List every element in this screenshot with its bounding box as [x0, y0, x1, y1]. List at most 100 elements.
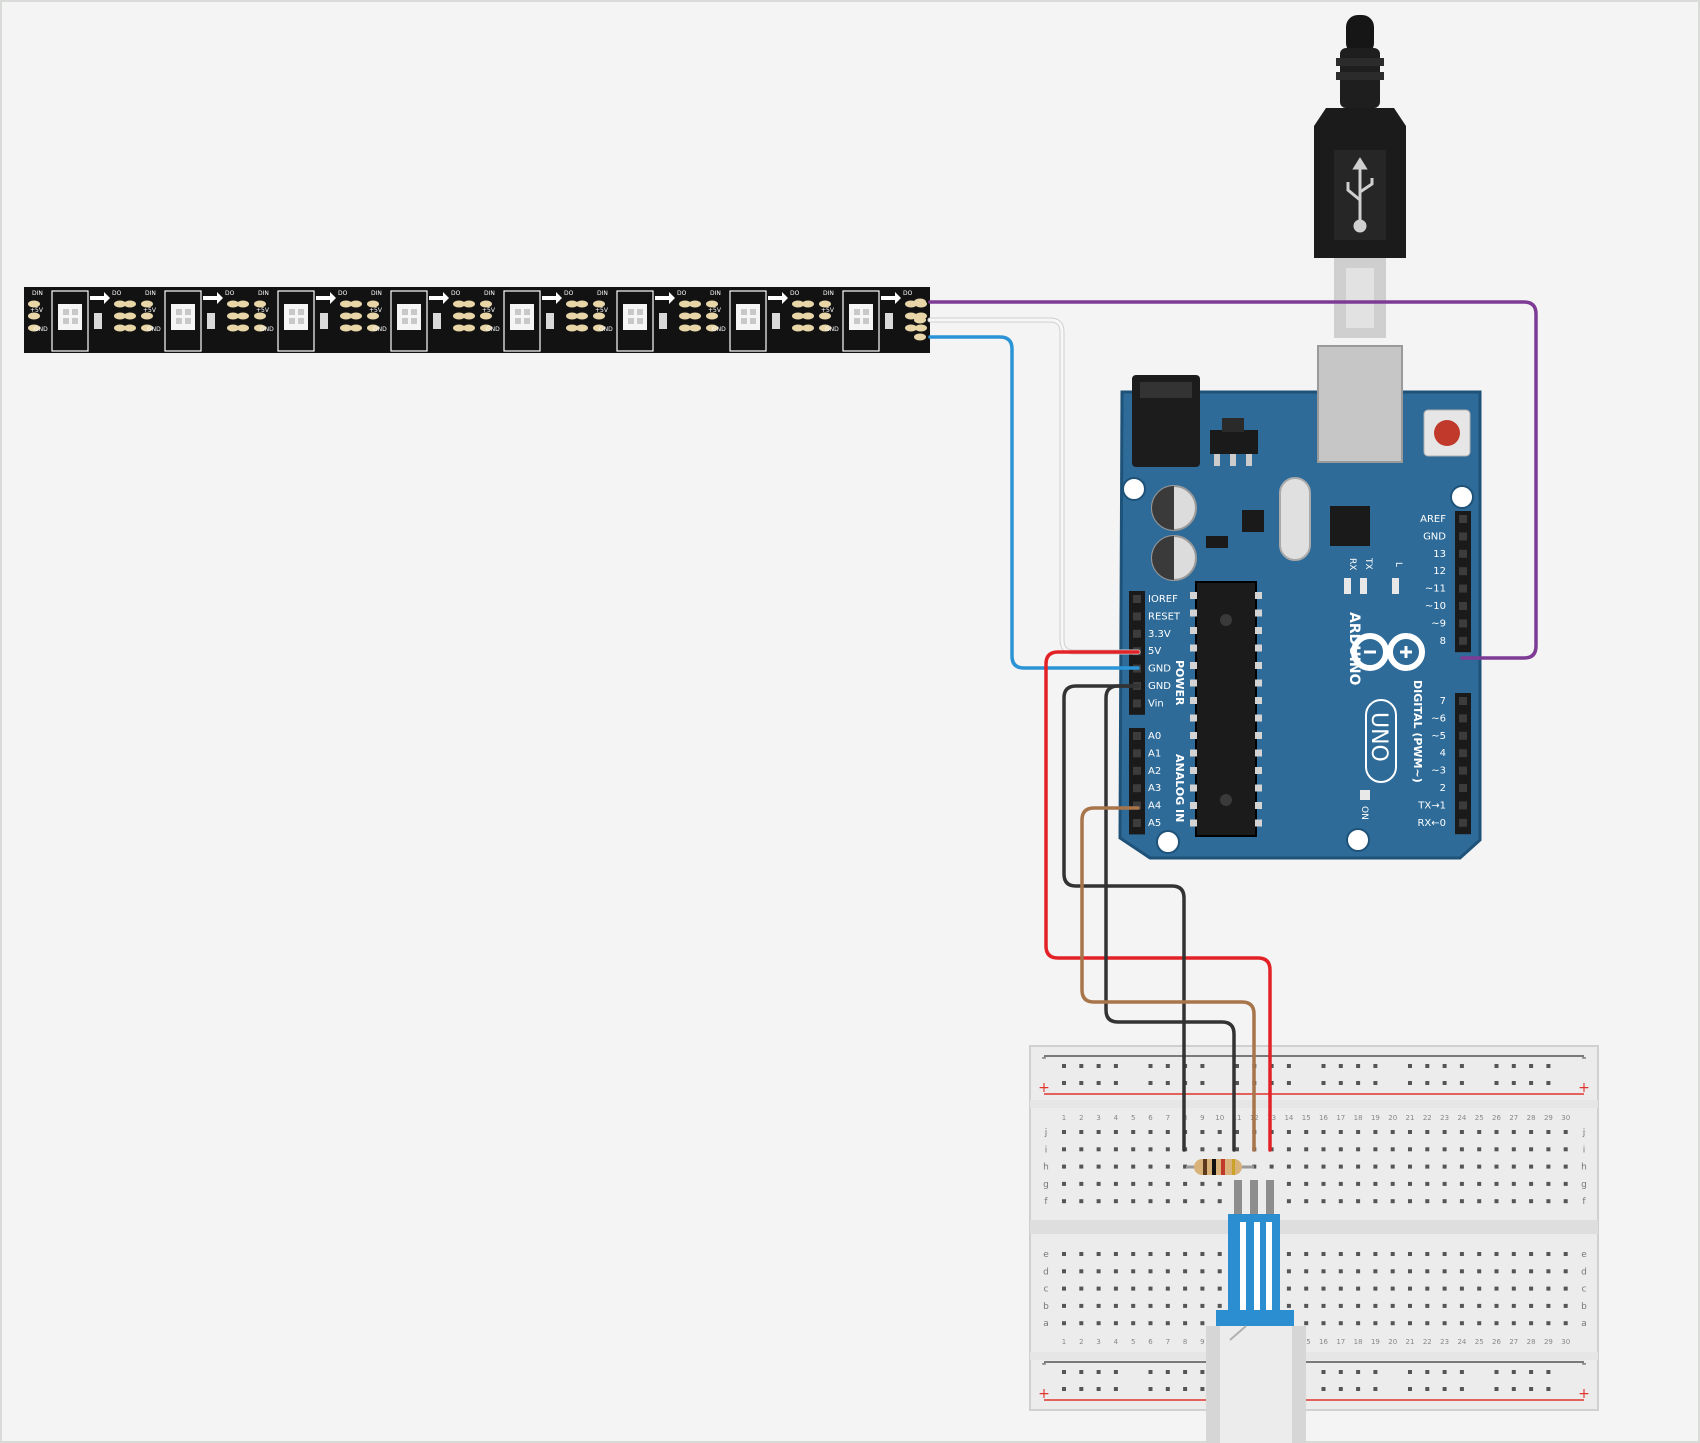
analog-pin[interactable]	[1133, 784, 1141, 793]
breadboard-hole	[1096, 1164, 1101, 1169]
capacitor	[885, 313, 893, 329]
solder-pad	[114, 324, 126, 332]
breadboard-hole	[1563, 1286, 1568, 1291]
breadboard-hole	[1096, 1321, 1101, 1326]
column-number: 27	[1509, 1114, 1518, 1122]
breadboard-hole	[1546, 1064, 1551, 1068]
breadboard-hole	[1477, 1147, 1482, 1152]
solder-pad	[114, 300, 126, 308]
row-letter: g	[1043, 1180, 1049, 1190]
solder-pad	[593, 312, 605, 320]
breadboard-hole	[1200, 1321, 1205, 1326]
digital-low-pin[interactable]	[1459, 784, 1467, 792]
breadboard-hole	[1408, 1130, 1412, 1134]
digital-low-pin[interactable]	[1459, 818, 1467, 827]
breadboard-hole	[1321, 1269, 1326, 1274]
pin-label: ~10	[1425, 601, 1446, 612]
breadboard-hole	[1546, 1164, 1551, 1169]
digital-high-pin[interactable]	[1459, 636, 1467, 645]
breadboard-hole	[1096, 1199, 1101, 1204]
chip-pin	[1190, 697, 1197, 704]
digital-high-pin[interactable]	[1459, 532, 1467, 541]
column-number: 15	[1302, 1114, 1311, 1122]
chip-pin	[1190, 784, 1197, 792]
v5-label: +5V	[30, 307, 44, 314]
solder-pad	[706, 300, 718, 308]
breadboard-hole	[1217, 1303, 1222, 1308]
breadboard-hole	[1200, 1081, 1205, 1085]
analog-pin[interactable]	[1133, 732, 1141, 740]
breadboard-hole	[1183, 1252, 1188, 1256]
wire-blue-gnd	[928, 335, 1140, 670]
power-pin[interactable]	[1133, 595, 1141, 603]
breadboard-hole	[1079, 1370, 1084, 1374]
solder-pad	[350, 300, 362, 308]
breadboard-hole	[1529, 1321, 1534, 1326]
digital-low-pin[interactable]	[1459, 801, 1467, 810]
pin-label: ~9	[1431, 618, 1446, 629]
digital-low-pin[interactable]	[1459, 714, 1467, 723]
breadboard-hole	[1373, 1387, 1378, 1391]
digital-low-pin[interactable]	[1459, 766, 1467, 775]
digital-low-pin[interactable]	[1459, 697, 1467, 705]
power-pin[interactable]	[1133, 699, 1141, 708]
breadboard-hole	[1338, 1164, 1343, 1169]
breadboard-hole	[1113, 1064, 1118, 1068]
wires	[927, 300, 1538, 1152]
breadboard-hole	[1390, 1286, 1395, 1291]
chip-pin	[1255, 627, 1262, 634]
power-pin[interactable]	[1133, 629, 1141, 638]
breadboard-hole	[1304, 1303, 1309, 1308]
breadboard-hole	[1096, 1370, 1101, 1374]
din-label: DIN	[710, 290, 721, 297]
digital-high-pin[interactable]	[1459, 549, 1467, 558]
digital-low-pin[interactable]	[1459, 731, 1467, 740]
breadboard-hole	[1511, 1387, 1516, 1391]
breadboard-hole	[1356, 1303, 1361, 1308]
analog-pin[interactable]	[1133, 819, 1141, 827]
breadboard-hole	[1563, 1130, 1568, 1134]
breadboard-hole	[1062, 1199, 1066, 1204]
solder-pad	[706, 324, 718, 332]
breadboard-hole	[1113, 1081, 1118, 1085]
analog-pin[interactable]	[1133, 801, 1141, 810]
column-number: 16	[1319, 1114, 1328, 1122]
chip-pin	[1190, 802, 1197, 809]
breadboard-hole	[1408, 1387, 1412, 1391]
breadboard-hole	[1062, 1269, 1066, 1274]
column-number: 18	[1354, 1338, 1363, 1346]
do-label: DO	[564, 290, 574, 297]
analog-pin[interactable]	[1133, 766, 1141, 775]
breadboard-hole	[1096, 1147, 1101, 1152]
breadboard-hole	[1148, 1199, 1153, 1204]
breadboard-hole	[1390, 1147, 1395, 1152]
tx-label: TX	[1363, 557, 1373, 570]
rx-label: RX	[1347, 558, 1357, 570]
breadboard-hole	[1529, 1130, 1534, 1134]
uno-badge	[1365, 699, 1397, 783]
analog-pin[interactable]	[1133, 749, 1141, 758]
digital-low-pin[interactable]	[1459, 749, 1467, 758]
digital-high-pin[interactable]	[1459, 515, 1467, 523]
pin-label: 13	[1433, 549, 1446, 560]
gnd-label: GND	[825, 326, 839, 333]
usb-icon	[1346, 157, 1374, 233]
breadboard-hole	[1183, 1181, 1188, 1186]
digital-high-pin[interactable]	[1459, 619, 1467, 628]
breadboard-hole	[1390, 1269, 1395, 1274]
breadboard-hole	[1459, 1199, 1464, 1204]
solder-pad	[124, 300, 136, 308]
breadboard-hole	[1096, 1387, 1101, 1391]
solder-pad	[914, 316, 926, 324]
breadboard-hole	[1165, 1164, 1170, 1169]
digital-high-pin[interactable]	[1459, 584, 1467, 593]
power-pin[interactable]	[1133, 612, 1141, 621]
breadboard-hole	[1148, 1387, 1153, 1391]
breadboard-hole	[1356, 1269, 1361, 1274]
digital-high-pin[interactable]	[1459, 602, 1467, 610]
breadboard-hole	[1062, 1387, 1066, 1391]
digital-high-pin[interactable]	[1459, 567, 1467, 576]
breadboard-hole	[1408, 1081, 1412, 1085]
breadboard-hole	[1321, 1286, 1326, 1291]
